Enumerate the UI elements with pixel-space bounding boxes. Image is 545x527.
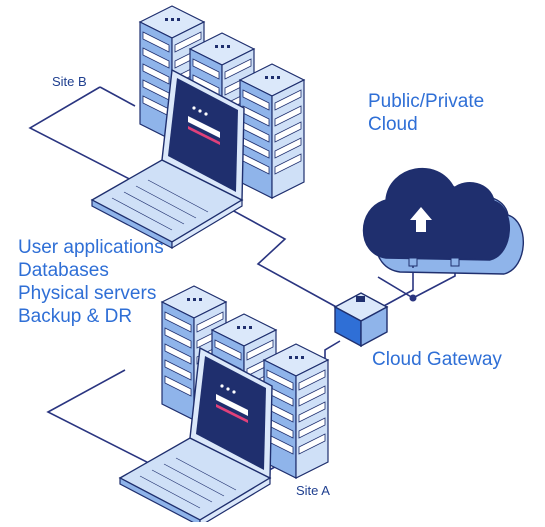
junction-dot: [409, 294, 417, 302]
site-b-label: Site B: [52, 74, 87, 89]
gateway-cube-icon: [333, 292, 389, 348]
cloud-title-line-2: Cloud: [368, 114, 418, 135]
workload-item: Physical servers: [18, 283, 157, 304]
cloud-upload-icon: [362, 168, 524, 275]
workload-item: Backup & DR: [18, 306, 133, 327]
workload-item: User applications: [18, 237, 164, 258]
server-rack-icon: [263, 343, 329, 479]
site-a-label: Site A: [296, 483, 330, 498]
site-b-group: [91, 5, 305, 249]
cloud-title-line-1: Public/Private: [368, 91, 485, 112]
workload-item: Databases: [18, 260, 109, 281]
server-rack-icon: [239, 63, 305, 199]
gateway-label: Cloud Gateway: [372, 349, 502, 370]
